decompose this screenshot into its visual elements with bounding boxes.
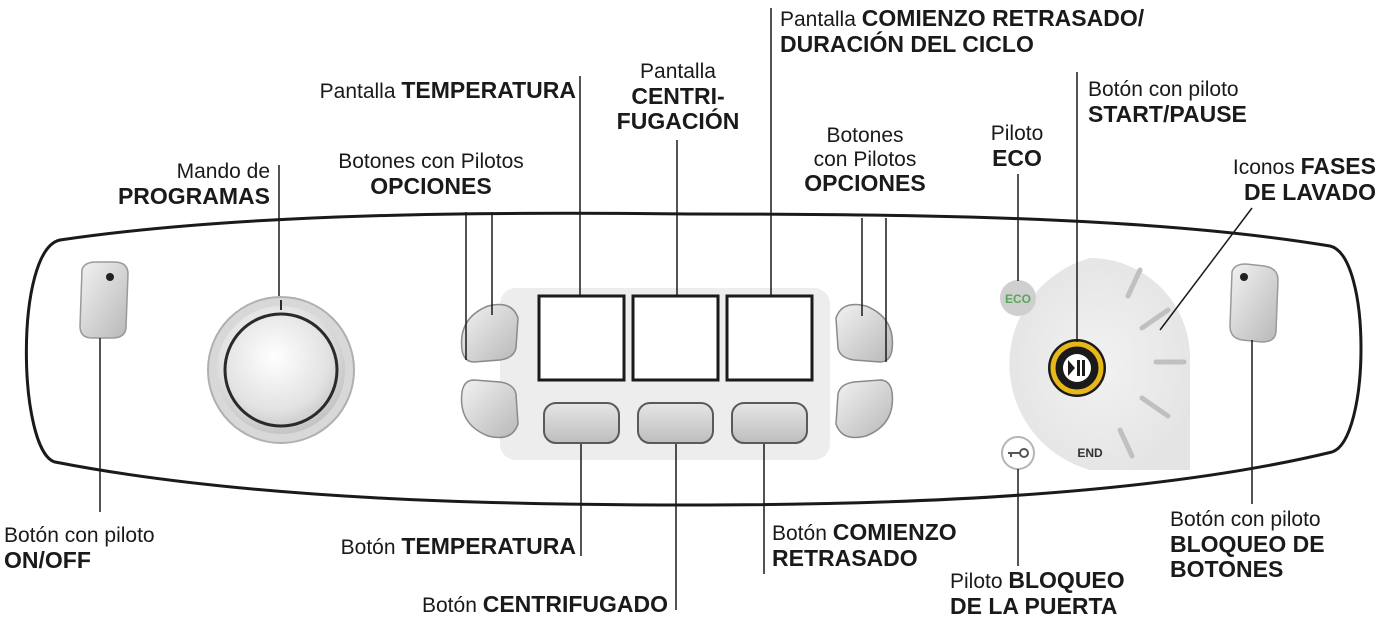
label-pantalla-temperatura-bold: TEMPERATURA [401,77,576,103]
label-fases: Iconos FASES DE LAVADO [1178,153,1376,206]
label-eco-line2: ECO [992,144,1042,171]
eco-light: ECO [1000,280,1036,316]
label-start-pause-line2: START/PAUSE [1088,100,1247,127]
label-eco-line1: Piloto [990,122,1044,145]
label-fases-bold1: FASES [1300,153,1376,179]
leader-lines [99,8,1253,610]
temperature-button[interactable] [543,402,620,444]
label-boton-comienzo-prefix: Botón [772,522,833,545]
label-opciones-left-line1: Botones con Pilotos [338,150,524,173]
label-boton-comienzo: Botón COMIENZO RETRASADO [772,519,957,572]
label-programas-line1: Mando de [176,160,270,183]
label-opciones-right-line1: Botones [826,124,904,147]
door-lock-light [1001,436,1035,470]
label-pantalla-comienzo-bold2: DURACIÓN DEL CICLO [780,30,1034,57]
label-eco: Piloto ECO [972,122,1062,171]
label-bloqueo-botones-line2: BLOQUEO DE [1170,530,1325,557]
play-pause-icon [1063,354,1091,382]
label-fases-prefix: Iconos [1232,156,1301,179]
label-programas: Mando de PROGRAMAS [80,160,270,209]
label-pantalla-centrifugacion-line1: Pantalla [640,60,716,83]
key-icon [1008,448,1029,458]
label-bloqueo-puerta-bold1: BLOQUEO [1008,567,1125,593]
label-pantalla-temperatura: Pantalla TEMPERATURA [270,77,576,104]
label-bloqueo-botones-line3: BOTONES [1170,556,1284,583]
label-boton-temperatura-prefix: Botón [340,536,402,559]
label-programas-line2: PROGRAMAS [117,182,270,209]
label-opciones-right-line3: OPCIONES [804,170,926,197]
label-on-off-line1: Botón con piloto [4,524,155,547]
label-pantalla-centrifugacion-line2: CENTRI- [631,82,725,109]
label-pantalla-centrifugacion: Pantalla CENTRI- FUGACIÓN [598,60,758,135]
label-opciones-right-line2: con Pilotos [813,147,917,171]
label-pantalla-comienzo: Pantalla COMIENZO RETRASADO/ DURACIÓN DE… [780,5,1145,58]
label-boton-temperatura: Botón TEMPERATURA [280,533,576,560]
temperature-display [537,294,626,382]
button-lock-button[interactable] [1229,263,1279,343]
program-knob[interactable] [207,296,355,444]
label-pantalla-comienzo-prefix: Pantalla [780,8,862,31]
option-button-left-top[interactable] [460,303,519,363]
on-off-button[interactable] [79,261,129,339]
label-start-pause: Botón con piloto START/PAUSE [1088,78,1247,127]
start-pause-button[interactable] [1048,339,1106,397]
label-boton-centrifugado-bold: CENTRIFUGADO [482,591,668,617]
label-start-pause-line1: Botón con piloto [1088,78,1239,101]
label-boton-centrifugado-prefix: Botón [422,594,483,617]
label-boton-temperatura-bold: TEMPERATURA [401,533,576,559]
label-pantalla-comienzo-bold1: COMIENZO RETRASADO/ [861,5,1145,31]
spin-button[interactable] [637,402,714,444]
label-bloqueo-puerta-bold2: DE LA PUERTA [950,592,1118,619]
on-off-led-icon [106,273,114,281]
delay-button[interactable] [731,402,808,444]
label-opciones-left-line2: OPCIONES [370,172,492,199]
label-boton-comienzo-bold1: COMIENZO [832,519,957,545]
label-pantalla-centrifugacion-line3: FUGACIÓN [616,108,740,135]
label-fases-bold2: DE LAVADO [1243,178,1376,205]
label-opciones-left: Botones con Pilotos OPCIONES [316,150,546,199]
label-bloqueo-puerta-prefix: Piloto [950,570,1009,593]
spin-display [631,294,720,382]
label-boton-centrifugado: Botón CENTRIFUGADO [340,591,668,618]
label-on-off: Botón con piloto ON/OFF [4,524,155,573]
phase-marks [1117,267,1187,459]
label-bloqueo-botones-line1: Botón con piloto [1170,508,1321,531]
end-text: END [1077,446,1103,460]
option-button-left-bottom[interactable] [460,379,519,439]
label-opciones-right: Botones con Pilotos OPCIONES [784,124,946,197]
label-on-off-line2: ON/OFF [4,546,91,573]
option-button-right-top[interactable] [835,303,894,363]
label-bloqueo-botones: Botón con piloto BLOQUEO DE BOTONES [1170,508,1325,583]
label-boton-comienzo-bold2: RETRASADO [772,544,918,571]
option-button-right-bottom[interactable] [835,379,894,439]
label-pantalla-temperatura-prefix: Pantalla [319,80,402,103]
eco-icon-text: ECO [1005,292,1031,306]
button-lock-led-icon [1240,273,1248,281]
label-bloqueo-puerta: Piloto BLOQUEO DE LA PUERTA [950,567,1125,620]
delay-display [725,294,814,382]
